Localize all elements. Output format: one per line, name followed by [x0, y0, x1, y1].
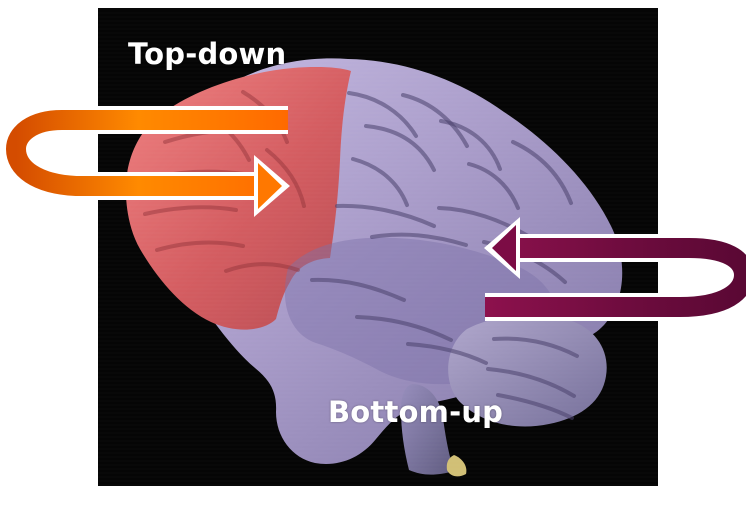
top-down-label: Top-down [128, 40, 286, 69]
bottom-up-label: Bottom-up [328, 398, 503, 427]
